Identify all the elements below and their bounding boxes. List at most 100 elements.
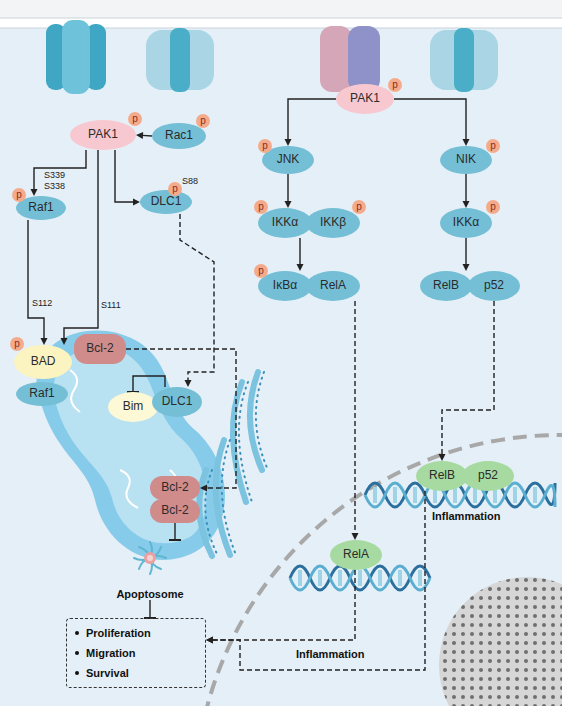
bullet-row: Proliferation bbox=[75, 627, 151, 639]
arrow-head bbox=[297, 264, 304, 271]
receptor bbox=[320, 26, 380, 92]
node-text: RelA bbox=[320, 279, 346, 292]
activation-connector bbox=[212, 491, 425, 670]
node-text: BAD bbox=[31, 355, 56, 368]
activation-connector bbox=[180, 214, 214, 381]
node-text: Bim bbox=[123, 400, 144, 413]
activation-connector bbox=[28, 220, 44, 339]
phospho-label: p bbox=[196, 114, 210, 128]
node-text: PAK1 bbox=[350, 92, 380, 105]
protein-node: Bim bbox=[108, 392, 158, 422]
arrow-head bbox=[206, 637, 213, 644]
phospho-label: p bbox=[254, 200, 268, 214]
bullet-row: Migration bbox=[75, 647, 136, 659]
protein-node: DLC1 bbox=[152, 387, 202, 417]
receptor bbox=[430, 28, 498, 92]
protein-node: Bcl-2 bbox=[74, 334, 126, 364]
activation-connector bbox=[212, 570, 355, 640]
site-label: S339 bbox=[44, 170, 65, 180]
bullet-dot bbox=[75, 631, 79, 635]
node-text: Proliferation bbox=[86, 627, 151, 639]
activation-connector bbox=[299, 238, 300, 265]
node-text: Raf1 bbox=[29, 387, 54, 400]
node-text: RelB bbox=[433, 279, 459, 292]
arrow-head bbox=[206, 637, 213, 644]
node-text: PAK1 bbox=[88, 128, 118, 141]
arrow-head bbox=[439, 454, 446, 461]
protein-node: PAK1 bbox=[336, 84, 394, 114]
protein-node: Bcl-2 bbox=[150, 499, 200, 523]
phospho-label: p bbox=[486, 200, 500, 214]
activation-connector bbox=[354, 301, 355, 534]
protein-node: Raf1 bbox=[16, 382, 68, 406]
inhibition-connector bbox=[174, 523, 175, 540]
activation-connector bbox=[287, 174, 288, 202]
outcome-box: ProliferationMigrationSurvival bbox=[66, 618, 206, 688]
inhibition-bar bbox=[169, 539, 181, 541]
arrow-head bbox=[185, 380, 192, 387]
site-label: S111 bbox=[101, 300, 121, 310]
node-text: NIK bbox=[456, 153, 476, 166]
apoptosome-icon bbox=[110, 540, 190, 580]
node-text: Survival bbox=[86, 667, 129, 679]
protein-node: p52 bbox=[468, 271, 520, 301]
arrow-head bbox=[200, 485, 207, 492]
site-label: S112 bbox=[32, 298, 52, 308]
protein-node: IKKα bbox=[440, 208, 492, 238]
node-text: Apoptosome bbox=[116, 588, 183, 600]
arrow-head bbox=[285, 201, 292, 208]
activation-connector bbox=[288, 99, 336, 140]
phospho-label: p bbox=[352, 200, 366, 214]
node-text: Rac1 bbox=[165, 129, 193, 142]
apoptosome-node: Apoptosome bbox=[110, 540, 190, 600]
protein-node: Bcl-2 bbox=[150, 476, 200, 500]
outcome-label: Inflammation bbox=[296, 648, 364, 660]
node-text: JNK bbox=[277, 153, 300, 166]
bullet-row: Survival bbox=[75, 667, 129, 679]
phospho-label: p bbox=[10, 337, 24, 351]
node-text: Bcl-2 bbox=[86, 342, 113, 355]
phospho-label: p bbox=[128, 112, 142, 126]
node-text: Migration bbox=[86, 647, 136, 659]
endoplasmic-reticulum bbox=[199, 372, 268, 556]
protein-node: Rac1 bbox=[152, 123, 206, 149]
protein-node: PAK1 bbox=[70, 120, 136, 150]
arrow-head bbox=[463, 139, 470, 146]
arrow-head bbox=[463, 201, 470, 208]
node-text: RelA bbox=[343, 548, 369, 561]
arrow-head bbox=[285, 139, 292, 146]
protein-node: IKKα bbox=[258, 208, 312, 238]
protein-node: p52 bbox=[462, 461, 514, 491]
site-label: S88 bbox=[182, 176, 198, 186]
phospho-label: p bbox=[168, 182, 182, 196]
node-text: p52 bbox=[478, 469, 498, 482]
activation-connector bbox=[142, 135, 152, 137]
phospho-label: p bbox=[254, 264, 268, 278]
activation-connector bbox=[442, 301, 494, 455]
activation-connector bbox=[34, 150, 86, 190]
nuclear-envelope bbox=[195, 435, 562, 706]
arrow-head bbox=[133, 199, 140, 206]
activation-connector bbox=[465, 238, 466, 265]
node-text: RelB bbox=[429, 469, 455, 482]
activation-connector bbox=[465, 174, 466, 202]
receptor bbox=[46, 20, 106, 94]
phospho-label: p bbox=[258, 139, 272, 153]
phospho-label: p bbox=[12, 188, 26, 202]
protein-node: IKKβ bbox=[306, 208, 360, 238]
protein-node: RelA bbox=[306, 271, 360, 301]
receptor bbox=[146, 28, 214, 92]
node-text: IKKα bbox=[453, 216, 479, 229]
extracellular bbox=[0, 0, 562, 18]
protein-node: BAD bbox=[14, 345, 72, 379]
inhibition-connector bbox=[149, 600, 150, 618]
activation-connector bbox=[64, 150, 98, 339]
phospho-label: p bbox=[486, 139, 500, 153]
arrow-head bbox=[31, 189, 38, 196]
arrow-head bbox=[61, 338, 68, 345]
node-text: p52 bbox=[484, 279, 504, 292]
nucleolus bbox=[439, 577, 562, 706]
arrow-head bbox=[352, 533, 359, 540]
node-text: IKKα bbox=[272, 216, 298, 229]
